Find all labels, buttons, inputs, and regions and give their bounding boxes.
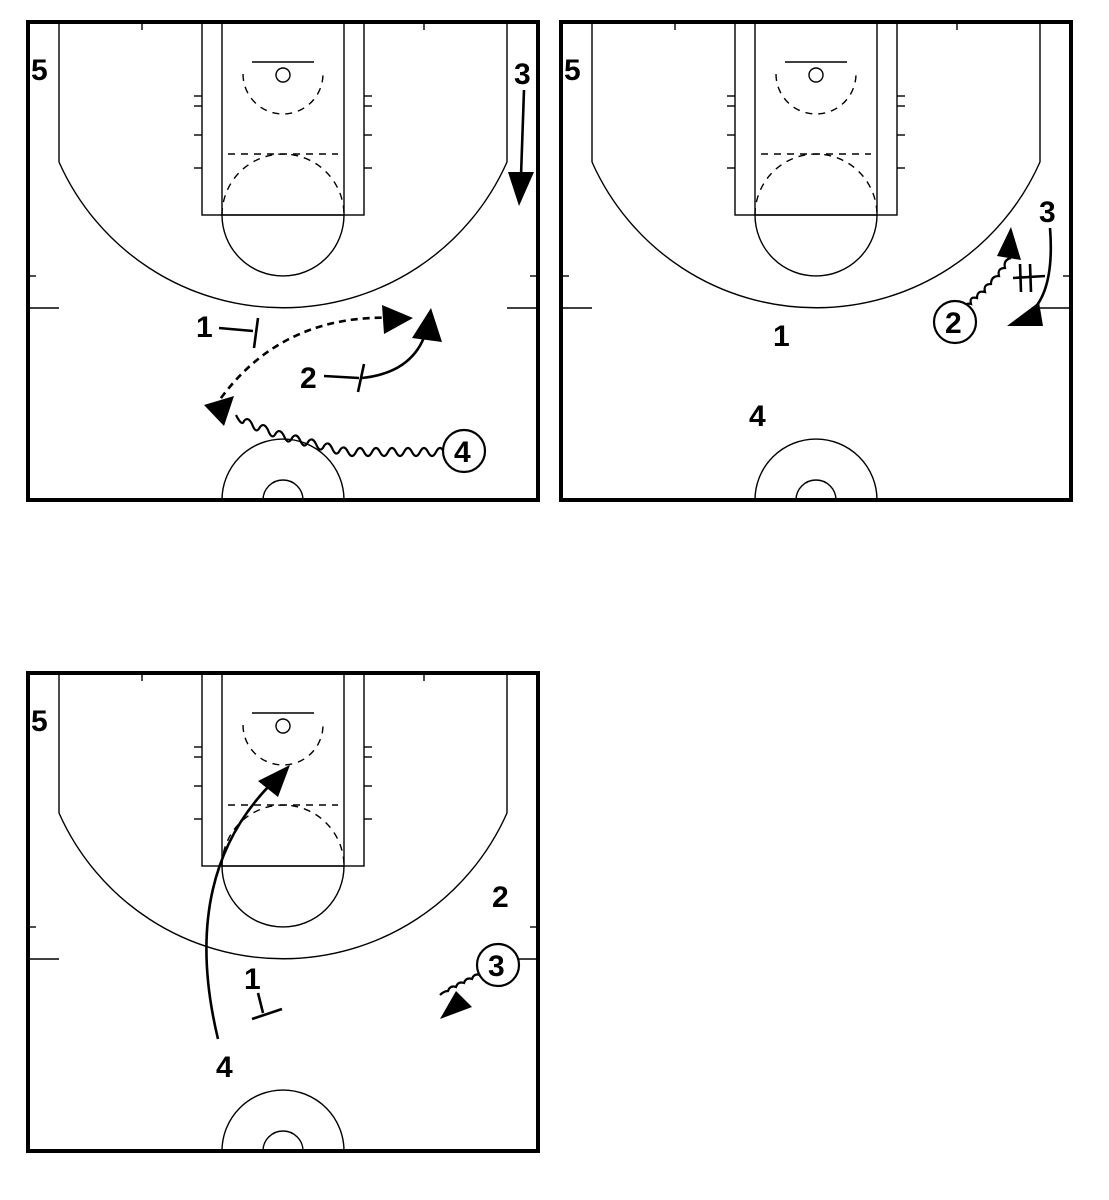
arrow-head bbox=[382, 305, 413, 334]
dribble-line bbox=[961, 256, 1012, 311]
arrow-head bbox=[258, 765, 290, 797]
cut-line bbox=[1028, 227, 1053, 315]
player-label: 4 bbox=[454, 436, 471, 469]
player-label: 5 bbox=[564, 54, 581, 87]
dribble-line bbox=[235, 414, 445, 458]
cut-line bbox=[205, 778, 277, 1040]
player-label: 2 bbox=[945, 307, 962, 340]
screen-bar bbox=[1028, 263, 1033, 293]
arrow-head bbox=[1007, 302, 1043, 326]
player-label: 3 bbox=[514, 58, 531, 91]
player-label: 1 bbox=[244, 963, 261, 996]
panel-3: 5 2 3 1 4 bbox=[26, 671, 540, 1153]
ball-handler-ring bbox=[932, 299, 978, 345]
player-label: 4 bbox=[216, 1051, 233, 1084]
screen-bar bbox=[1018, 263, 1023, 293]
player-label: 4 bbox=[749, 400, 766, 433]
arrow-head bbox=[204, 396, 234, 426]
screen-bar bbox=[252, 317, 260, 349]
player-label: 5 bbox=[31, 54, 48, 87]
player-label: 1 bbox=[196, 311, 213, 344]
player-label: 2 bbox=[300, 362, 317, 395]
arrow-head bbox=[997, 227, 1021, 260]
arrow-head bbox=[412, 308, 442, 342]
player-label: 1 bbox=[773, 320, 790, 353]
half-court bbox=[26, 671, 540, 1153]
screen-bar bbox=[251, 1007, 283, 1021]
screen-line bbox=[218, 326, 254, 333]
screen-line bbox=[256, 992, 265, 1014]
screen-bar bbox=[1012, 274, 1046, 280]
cut-line bbox=[519, 89, 526, 177]
arrow-head bbox=[440, 991, 472, 1019]
dribble-line bbox=[439, 973, 481, 996]
pass-line bbox=[212, 316, 399, 409]
screen-line bbox=[323, 374, 360, 380]
ball-handler-ring bbox=[475, 942, 521, 988]
half-court bbox=[559, 20, 1073, 502]
arrow-head bbox=[508, 172, 534, 206]
half-court bbox=[26, 20, 540, 502]
panel-1: 5 3 1 2 4 bbox=[26, 20, 540, 502]
player-label: 5 bbox=[31, 705, 48, 738]
player-label: 3 bbox=[1039, 196, 1056, 229]
ball-handler-ring bbox=[441, 428, 487, 474]
player-label: 3 bbox=[488, 950, 505, 983]
screen-bar bbox=[356, 363, 366, 393]
panel-2: 5 3 2 1 4 bbox=[559, 20, 1073, 502]
player-label: 2 bbox=[492, 881, 509, 914]
